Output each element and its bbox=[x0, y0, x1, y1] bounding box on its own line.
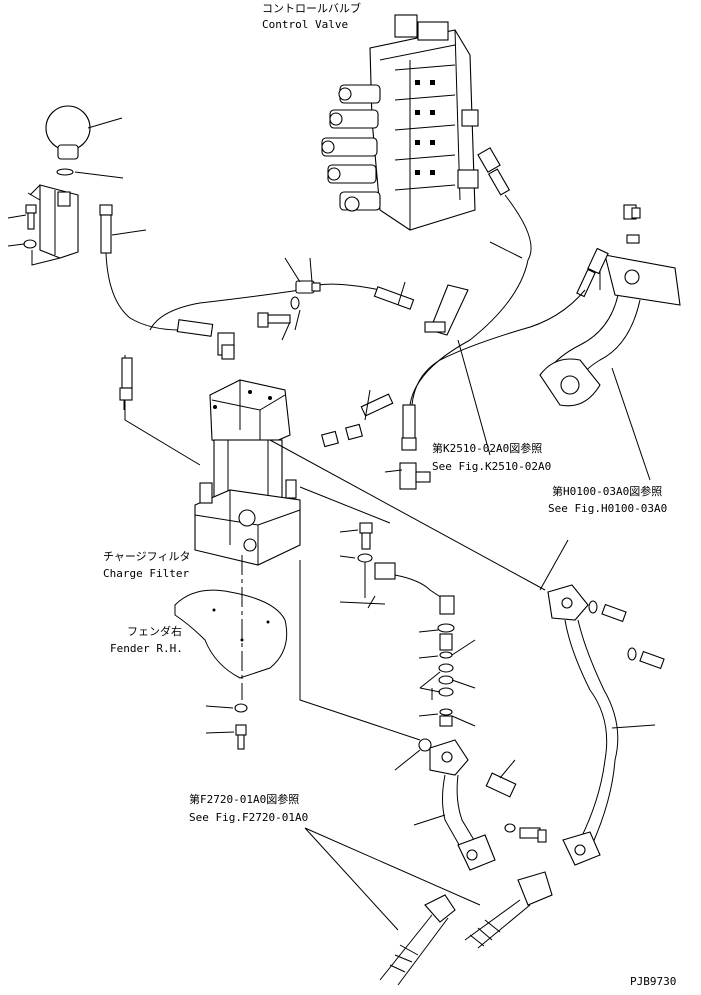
drawing-code: PJB9730 bbox=[630, 975, 676, 988]
accumulator-hose-fitting bbox=[99, 204, 181, 331]
bottom-hose-left bbox=[379, 894, 456, 986]
valve-hose-fitting bbox=[409, 147, 532, 406]
sensor-switch bbox=[374, 562, 455, 615]
control-valve-assembly bbox=[321, 14, 479, 231]
filter-fittings bbox=[321, 389, 431, 490]
ref-k2510-en: See Fig.K2510-02A0 bbox=[432, 460, 551, 473]
leader-k2510 bbox=[457, 339, 491, 456]
ref-h0100-jp: 第H0100-03A0図参照 bbox=[552, 484, 662, 498]
accumulator-bracket bbox=[27, 184, 79, 259]
filter-leader-2 bbox=[269, 439, 546, 591]
fender-label-jp: フェンダ右 bbox=[127, 624, 182, 638]
bolt-washer-lower bbox=[339, 522, 386, 609]
ref-f2720-en: See Fig.F2720-01A0 bbox=[189, 811, 308, 824]
pipe-right-lower bbox=[539, 539, 665, 866]
bottom-hose-right bbox=[464, 871, 553, 949]
charge-filter-label-en: Charge Filter bbox=[103, 567, 189, 580]
fender-label-en: Fender R.H. bbox=[110, 642, 183, 655]
mounting-bolt-long bbox=[373, 281, 415, 310]
charge-filter-label-jp: チャージフィルタ bbox=[103, 550, 190, 563]
leader-h0100 bbox=[611, 367, 651, 481]
valve-spools bbox=[321, 84, 381, 212]
control-valve-label-jp: コントロールバルブ bbox=[262, 1, 361, 15]
hose-h0100 bbox=[411, 247, 609, 406]
filter-leader-3 bbox=[299, 560, 421, 741]
elbow-fitting bbox=[217, 332, 235, 360]
fender-rh bbox=[174, 555, 288, 700]
ref-h0100-en: See Fig.H0100-03A0 bbox=[548, 502, 667, 515]
ref-k2510-jp: 第K2510-02A0図参照 bbox=[432, 441, 542, 455]
connector-fitting bbox=[485, 759, 517, 798]
leader-f2720 bbox=[304, 827, 481, 931]
control-valve-label-en: Control Valve bbox=[262, 18, 348, 31]
charge-filter bbox=[194, 379, 301, 566]
top-hose bbox=[149, 257, 381, 337]
ref-f2720-jp: 第F2720-01A0図参照 bbox=[189, 792, 299, 806]
bracket-plate bbox=[424, 284, 469, 336]
bolt-washer-bottom-left bbox=[205, 703, 248, 750]
filter-leader-1 bbox=[124, 355, 201, 466]
bolt-washer-center bbox=[257, 296, 301, 341]
block-fitting bbox=[413, 739, 496, 871]
pipe-h0100 bbox=[539, 204, 681, 407]
check-valve-stack bbox=[394, 623, 476, 771]
accumulator bbox=[45, 105, 124, 179]
bracket-bolt bbox=[7, 204, 61, 266]
bolt-washer-bottom-mid bbox=[504, 823, 547, 843]
filter-stud bbox=[119, 357, 133, 401]
